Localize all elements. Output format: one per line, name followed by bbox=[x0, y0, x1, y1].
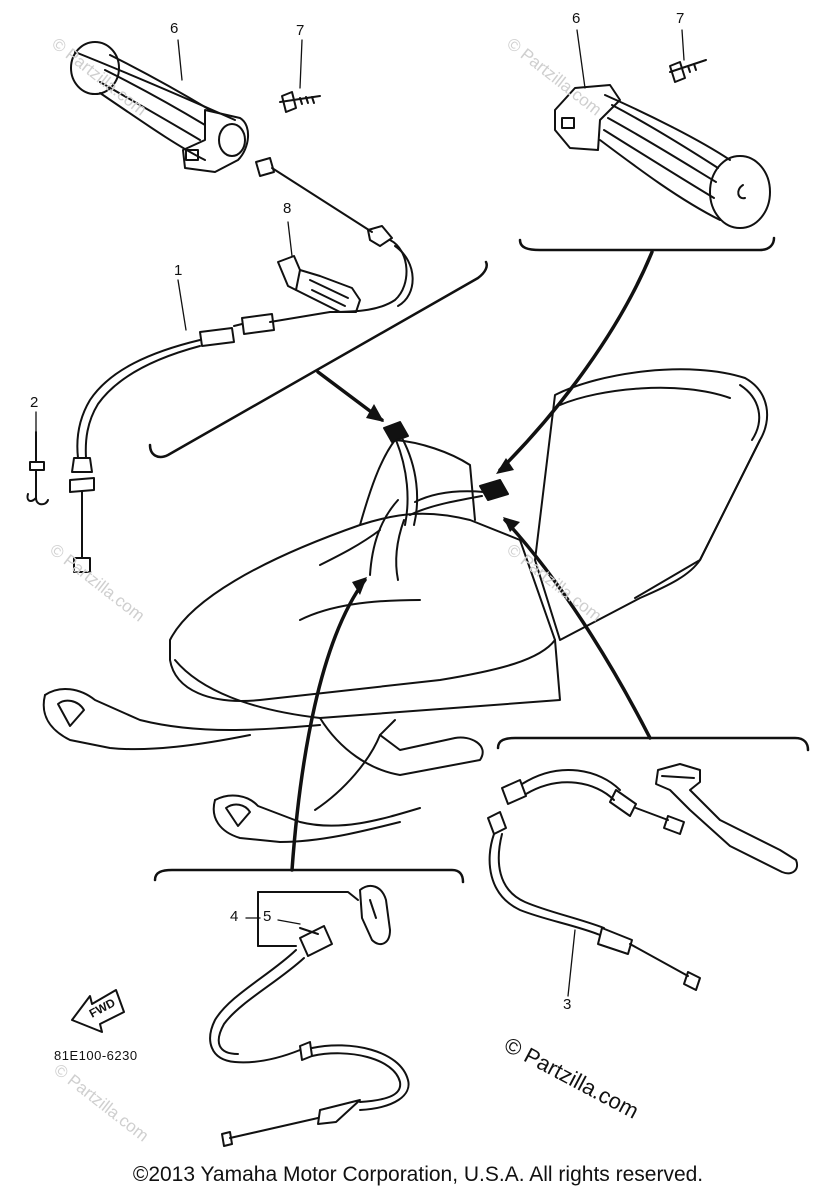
callout-1: 1 bbox=[174, 262, 183, 279]
handlebar-cables bbox=[319, 421, 509, 581]
right-screw bbox=[669, 59, 707, 83]
cable-clip bbox=[26, 431, 49, 506]
callout-7-left: 7 bbox=[296, 22, 305, 39]
callout-4: 4 bbox=[230, 908, 239, 925]
fwd-arrow: FWD bbox=[71, 989, 125, 1033]
callout-6-left: 6 bbox=[170, 20, 179, 37]
callout-leaders bbox=[35, 29, 685, 997]
leader-arrowheads bbox=[352, 404, 520, 595]
detail-brackets bbox=[148, 236, 810, 884]
callout-7-right: 7 bbox=[676, 10, 685, 27]
leader-arrows bbox=[290, 250, 654, 872]
part-code: 81E100-6230 bbox=[54, 1048, 138, 1063]
callout-5: 5 bbox=[263, 908, 272, 925]
callout-8: 8 bbox=[283, 200, 292, 217]
right-handle-grip bbox=[554, 84, 771, 229]
callout-2: 2 bbox=[30, 394, 39, 411]
callout-3: 3 bbox=[563, 996, 572, 1013]
brake-cable-and-lever bbox=[487, 763, 798, 991]
copyright-notice: ©2013 Yamaha Motor Corporation, U.S.A. A… bbox=[132, 1163, 704, 1186]
callout-6-right: 6 bbox=[572, 10, 581, 27]
left-screw bbox=[279, 91, 321, 113]
lever-cable-lower bbox=[209, 884, 410, 1147]
throttle-cable bbox=[69, 157, 414, 573]
cable-holder bbox=[277, 255, 361, 313]
left-handle-grip bbox=[70, 41, 249, 173]
